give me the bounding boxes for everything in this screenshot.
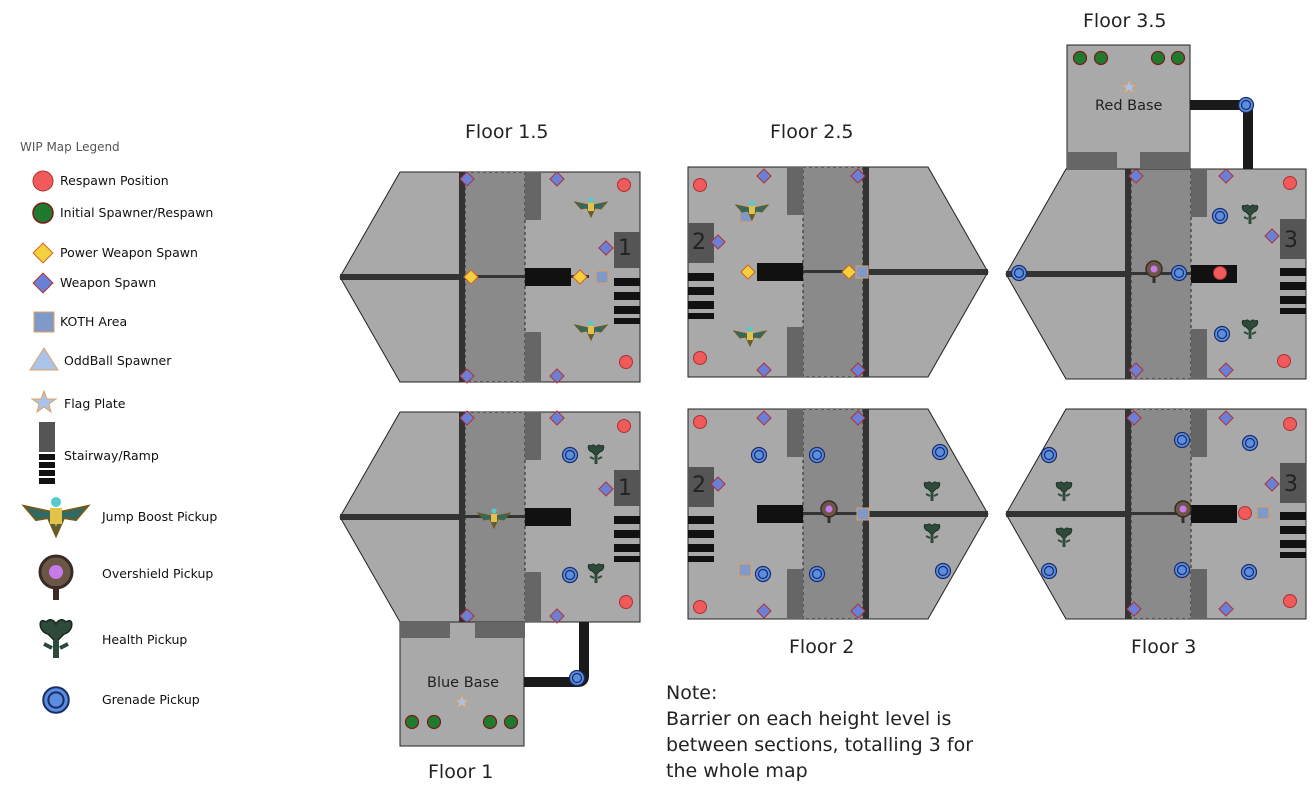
floor-3-5-map: [1005, 44, 1307, 380]
legend-label-jump-boost: Jump Boost Pickup: [102, 509, 218, 524]
initial-spawner-icon: [32, 202, 54, 224]
koth-icon: [33, 311, 55, 333]
legend-label-initial-spawner: Initial Spawner/Respawn: [60, 205, 214, 220]
stairway: [1280, 219, 1306, 314]
floor-title-1: Floor 1: [428, 761, 494, 783]
floor-title-3: Floor 3: [1131, 636, 1197, 658]
stairway-icon: [39, 422, 55, 484]
section-number-3-upper: 3: [1284, 228, 1298, 253]
stairway: [688, 223, 714, 319]
power-weapon-icon: [32, 242, 54, 264]
respawn-icon: [32, 170, 54, 192]
note-heading: Note:: [666, 682, 718, 704]
section-number-1-upper: 1: [618, 236, 632, 261]
stairway: [1280, 463, 1306, 558]
legend-label-grenade: Grenade Pickup: [102, 692, 200, 707]
legend-label-health: Health Pickup: [102, 632, 188, 647]
legend-label-weapon-spawn: Weapon Spawn: [60, 275, 157, 290]
red-base-label: Red Base: [1095, 98, 1163, 114]
legend-title: WIP Map Legend: [20, 140, 120, 154]
oddball-icon: [29, 347, 59, 371]
legend-icons: [23, 170, 89, 714]
note-line-3: the whole map: [666, 760, 808, 782]
weapon-spawn-icon: [32, 272, 54, 294]
floor-title-2-5: Floor 2.5: [770, 121, 854, 143]
floor-1-map: [339, 410, 641, 747]
floor-2-5-map: [687, 166, 989, 378]
grenade-icon: [42, 686, 70, 714]
floor-1-5-map: [339, 171, 641, 384]
legend-label-flag-plate: Flag Plate: [64, 396, 126, 411]
floor-title-2: Floor 2: [789, 636, 855, 658]
stairway: [614, 232, 640, 324]
legend-label-respawn: Respawn Position: [60, 173, 169, 188]
blue-base-label: Blue Base: [427, 675, 500, 691]
stairway: [688, 467, 714, 562]
stairway: [614, 470, 640, 562]
flag-plate-icon: [30, 389, 58, 414]
section-number-2-upper: 2: [692, 230, 706, 255]
note-line-1: Barrier on each height level is: [666, 708, 952, 730]
note-line-2: between sections, totalling 3 for: [666, 734, 974, 756]
floor-3-map: [1005, 408, 1307, 620]
floor-title-3-5: Floor 3.5: [1083, 10, 1167, 32]
overshield-icon: [38, 554, 74, 602]
legend-label-power-weapon: Power Weapon Spawn: [60, 245, 198, 260]
jump-boost-icon: [23, 496, 89, 537]
health-icon: [38, 617, 74, 660]
legend-label-koth: KOTH Area: [60, 314, 128, 329]
note-text: Note: Barrier on each height level is be…: [666, 680, 973, 784]
floor-2-map: [687, 408, 989, 620]
legend-label-overshield: Overshield Pickup: [102, 566, 214, 581]
section-number-1-lower: 1: [618, 476, 632, 501]
legend-label-stairway: Stairway/Ramp: [64, 448, 159, 463]
legend-label-oddball: OddBall Spawner: [64, 353, 172, 368]
section-number-2-lower: 2: [692, 473, 706, 498]
floor-title-1-5: Floor 1.5: [465, 121, 549, 143]
section-number-3-lower: 3: [1284, 472, 1298, 497]
